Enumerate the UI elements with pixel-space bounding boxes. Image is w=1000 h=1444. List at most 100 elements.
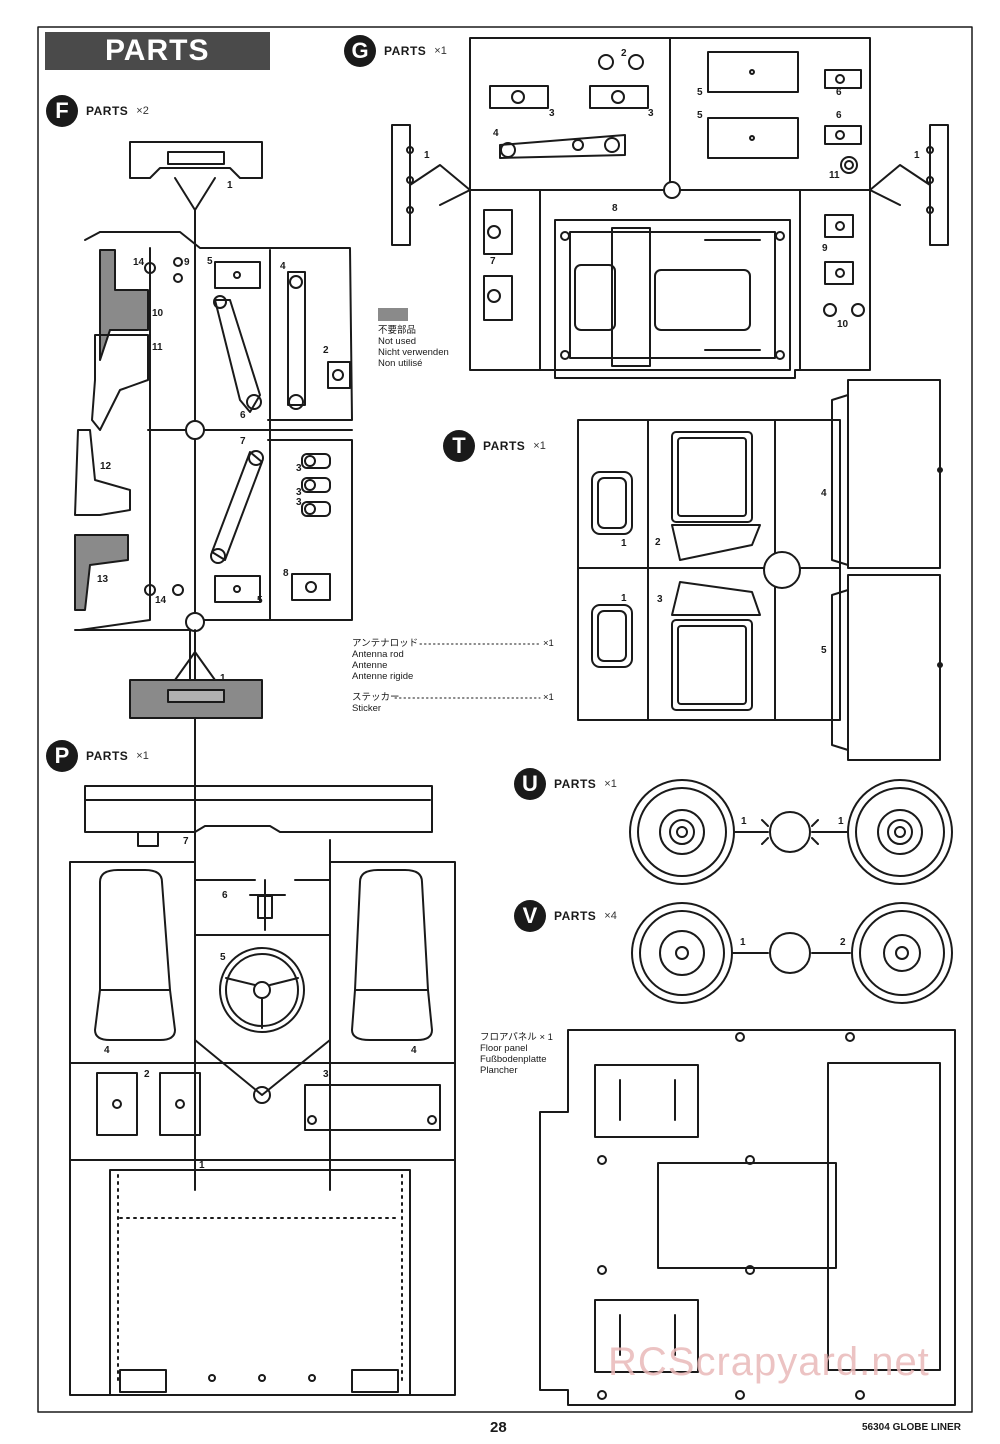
tree-qty: ×1 <box>136 750 149 762</box>
watermark: RCScrapyard.net <box>608 1340 930 1384</box>
part-number: 11 <box>829 170 840 181</box>
part-number: 5 <box>220 952 226 963</box>
note-line-de: Nicht verwenden <box>378 347 449 358</box>
part-number: 4 <box>411 1045 417 1056</box>
sticker-note: ステッカー Sticker <box>352 692 400 714</box>
part-number: 6 <box>240 410 246 421</box>
part-number: 11 <box>152 342 163 353</box>
part-number: 8 <box>612 203 618 214</box>
note-line-fr: Antenne rigide <box>352 671 414 682</box>
part-number: 10 <box>837 319 849 330</box>
part-number: 4 <box>821 488 827 499</box>
part-number: 5 <box>257 595 263 606</box>
parts-banner: PARTS <box>45 32 270 70</box>
tree-qty: ×1 <box>434 45 447 57</box>
part-number: 2 <box>621 48 627 59</box>
sprue-tree-f <box>74 141 353 1001</box>
tree-parts-label: PARTS <box>384 44 427 58</box>
part-number: 2 <box>144 1069 150 1080</box>
tree-label-f: F PARTS ×2 <box>46 95 149 127</box>
note-line-en: Antenna rod <box>352 649 404 660</box>
part-number: 5 <box>821 645 827 656</box>
antenna-qty: ×1 <box>543 638 554 649</box>
tree-parts-label: PARTS <box>554 777 597 791</box>
part-number: 3 <box>648 108 654 119</box>
tree-qty: ×2 <box>136 105 149 117</box>
tree-label-p: P PARTS ×1 <box>46 740 149 772</box>
page-number: 28 <box>490 1419 507 1436</box>
model-name: 56304 GLOBE LINER <box>862 1422 961 1433</box>
part-number: 1 <box>621 593 627 604</box>
part-number: 4 <box>280 261 286 272</box>
tree-label-g: G PARTS ×1 <box>344 35 447 67</box>
tree-label-v: V PARTS ×4 <box>514 900 617 932</box>
part-number: 1 <box>838 816 844 827</box>
part-number: 6 <box>222 890 228 901</box>
part-number: 3 <box>296 497 302 508</box>
note-line-en: Floor panel <box>480 1043 528 1054</box>
part-number: 3 <box>549 108 555 119</box>
floor-panel-drawing <box>539 1029 956 1406</box>
floor-panel-note: フロアパネル × 1 Floor panel Fußbodenplatte Pl… <box>480 1032 553 1076</box>
note-line-en: Sticker <box>352 703 382 714</box>
tree-parts-label: PARTS <box>86 749 129 763</box>
part-number: 5 <box>697 110 703 121</box>
sprue-tree-g <box>391 37 949 379</box>
part-number: 2 <box>655 537 661 548</box>
part-number: 4 <box>493 128 499 139</box>
sprue-tree-u <box>629 779 953 885</box>
part-number: 10 <box>152 308 164 319</box>
part-number: 12 <box>100 461 112 472</box>
part-number: 1 <box>741 816 747 827</box>
note-line-jp: アンテナロッド <box>352 638 419 649</box>
tree-parts-label: PARTS <box>86 104 129 118</box>
page-frame <box>37 26 973 1413</box>
part-number: 1 <box>740 937 746 948</box>
note-line-jp: 不要部品 <box>378 325 417 336</box>
part-number: 14 <box>155 595 167 606</box>
part-number: 1 <box>220 673 226 684</box>
note-line-fr: Non utilisé <box>378 358 423 369</box>
tree-parts-label: PARTS <box>554 909 597 923</box>
part-number: 1 <box>914 150 920 161</box>
part-number: 7 <box>183 836 189 847</box>
tree-qty: ×1 <box>604 778 617 790</box>
note-line-fr: Plancher <box>480 1065 518 1076</box>
part-number: 1 <box>227 180 233 191</box>
note-line-jp: フロアパネル × 1 <box>480 1032 553 1043</box>
tree-letter-u: U <box>514 768 546 800</box>
tree-letter-f: F <box>46 95 78 127</box>
part-number: 3 <box>296 487 302 498</box>
part-number: 7 <box>240 436 246 447</box>
part-number: 3 <box>323 1069 329 1080</box>
sprue-tree-v <box>631 902 953 1004</box>
note-line-de: Fußbodenplatte <box>480 1054 547 1065</box>
tree-letter-g: G <box>344 35 376 67</box>
part-number: 7 <box>490 256 496 267</box>
part-number: 4 <box>104 1045 110 1056</box>
part-number: 3 <box>296 463 302 474</box>
tree-qty: ×4 <box>604 910 617 922</box>
part-number: 2 <box>840 937 846 948</box>
part-number: 5 <box>697 87 703 98</box>
part-number: 1 <box>199 1160 205 1171</box>
tree-label-u: U PARTS ×1 <box>514 768 617 800</box>
part-number: 1 <box>424 150 430 161</box>
sticker-qty: ×1 <box>543 692 554 703</box>
part-number: 9 <box>822 243 828 254</box>
note-line-en: Not used <box>378 336 417 347</box>
part-number: 2 <box>323 345 329 356</box>
antenna-rod-note: アンテナロッド Antenna rod Antenne Antenne rigi… <box>352 638 418 682</box>
tree-label-t: T PARTS ×1 <box>443 430 546 462</box>
not-used-swatch <box>378 308 408 321</box>
not-used-note: 不要部品 Not used Nicht verwenden Non utilis… <box>378 325 449 369</box>
part-number: 13 <box>97 574 109 585</box>
tree-qty: ×1 <box>533 440 546 452</box>
part-number: 1 <box>621 538 627 549</box>
tree-parts-label: PARTS <box>483 439 526 453</box>
part-number: 9 <box>184 257 190 268</box>
tree-letter-t: T <box>443 430 475 462</box>
part-number: 8 <box>283 568 289 579</box>
